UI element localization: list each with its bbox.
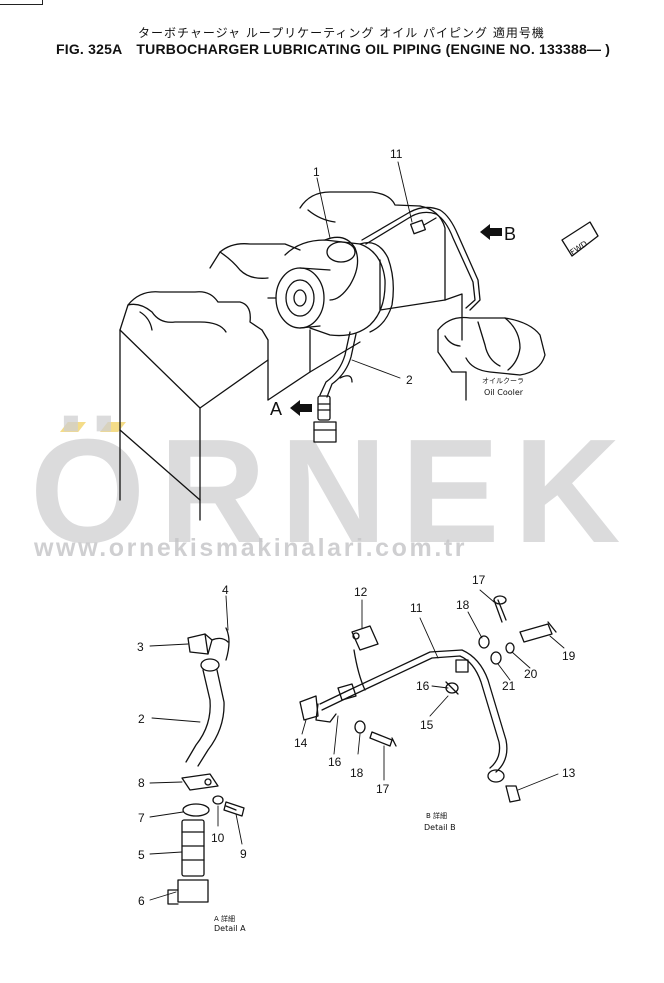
callout-11-main: 11 [390,147,403,161]
callout-9: 9 [240,847,247,861]
oil-cooler-jp: オイルクーラ [482,377,524,385]
view-arrows [290,224,502,416]
view-b-label: B [504,224,516,244]
callout-18-top: 18 [456,598,470,612]
callout-11-b: 11 [410,601,423,615]
detail-a-parts [167,627,245,905]
corner-mark [0,0,43,5]
callout-16-right: 16 [416,679,430,693]
callout-1: 1 [313,165,320,179]
callout-19: 19 [562,649,576,663]
detail-a-jp: A 詳細 [214,914,235,923]
callout-2-a: 2 [138,712,145,726]
callout-10: 10 [211,831,225,845]
callout-6: 6 [138,894,145,908]
callout-2-main: 2 [406,373,413,387]
callout-5: 5 [138,848,145,862]
callout-20: 20 [524,667,538,681]
fwd-label: FWD [569,239,590,257]
detail-b-parts [299,595,557,803]
callout-17-low: 17 [376,782,390,796]
callout-16-left: 16 [328,755,342,769]
leader-lines [149,161,565,901]
watermark-umlaut [60,422,140,436]
oil-cooler-en: Oil Cooler [484,388,524,397]
turbocharger [267,236,394,337]
callout-17-top: 17 [472,573,486,587]
fwd-tag [561,221,599,257]
figure-caption: TURBOCHARGER LUBRICATING OIL PIPING (ENG… [136,41,611,57]
callout-12: 12 [354,585,368,599]
figure-number: FIG. 325A [56,41,123,57]
callout-8: 8 [138,776,145,790]
oil-inlet-pipe [361,206,481,311]
oil-drain-pipe [313,331,357,443]
callout-18-low: 18 [350,766,364,780]
detail-b-en: Detail B [424,823,456,832]
callout-7: 7 [138,811,145,825]
engine-block [119,191,463,521]
japanese-title: ターボチャージャ ループリケーティング オイル パイピング 適用号機 [138,26,545,40]
callout-13: 13 [562,766,576,780]
view-a-label: A [270,399,282,419]
callout-21: 21 [502,679,516,693]
callout-15: 15 [420,718,434,732]
detail-b-jp: B 詳細 [426,811,447,820]
callout-3: 3 [137,640,144,654]
detail-a-en: Detail A [214,924,246,933]
callout-14: 14 [294,736,308,750]
watermark-url: www.ornekismakinalari.com.tr [34,534,468,562]
figure-title: FIG. 325A TURBOCHARGER LUBRICATING OIL PI… [56,41,610,57]
callout-4: 4 [222,583,229,597]
